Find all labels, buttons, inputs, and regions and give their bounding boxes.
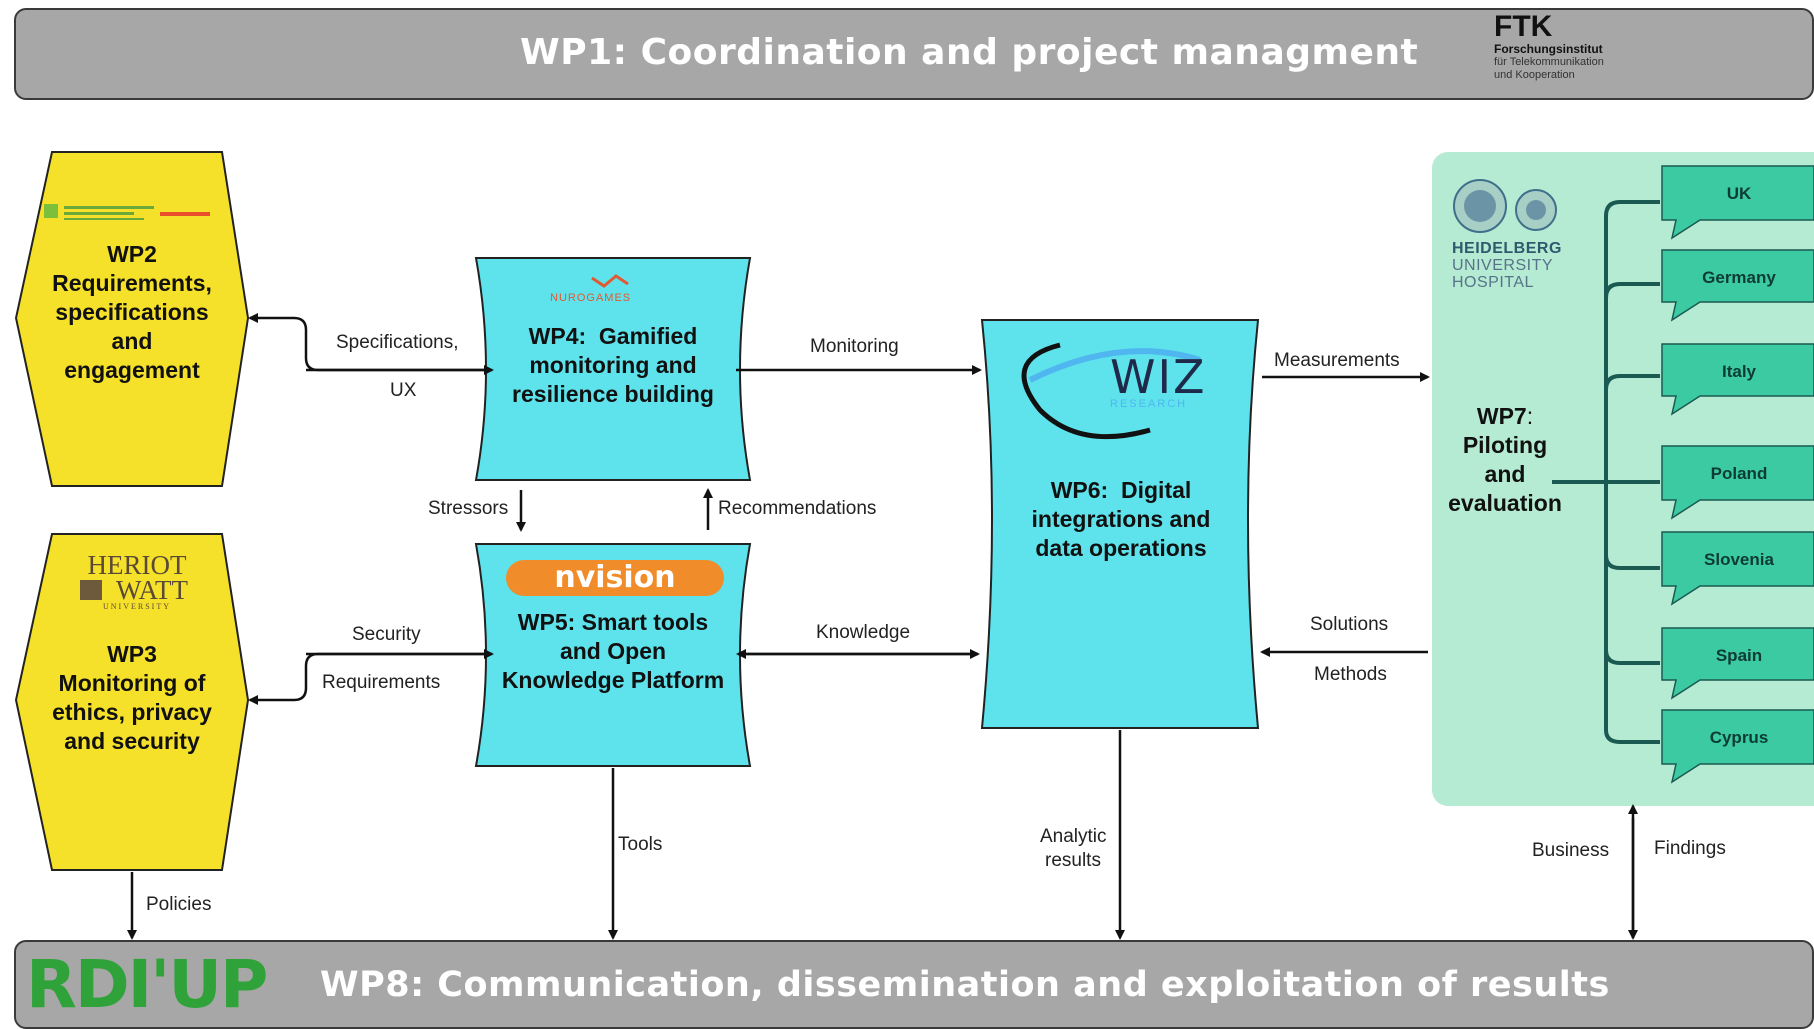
country-uk: UK bbox=[1726, 184, 1752, 203]
wp2-text: WP2 Requirements, specifications and eng… bbox=[30, 240, 234, 385]
wp2-line-2: specifications bbox=[55, 299, 209, 325]
wiz-logo-text: WIZ bbox=[1110, 350, 1207, 404]
label-solutions: Solutions bbox=[1310, 614, 1389, 635]
wp1-bar bbox=[14, 8, 1814, 100]
ftk-logo-main: FTK bbox=[1494, 10, 1553, 43]
wp4-shape bbox=[474, 257, 752, 481]
wp4-code: WP4: bbox=[528, 323, 587, 349]
wp7-line-4: evaluation bbox=[1448, 490, 1562, 516]
wp4-text: WP4: Gamified monitoring and resilience … bbox=[486, 322, 740, 409]
country-spain: Spain bbox=[1715, 646, 1763, 665]
label-business: Business bbox=[1532, 840, 1610, 861]
country-germany: Germany bbox=[1702, 268, 1776, 287]
country-cyprus: Cyprus bbox=[1709, 728, 1769, 747]
wp8-title: WP8: Communication, dissemination and ex… bbox=[320, 965, 1610, 1005]
label-methods: Methods bbox=[1314, 664, 1387, 685]
label-security: Security bbox=[352, 624, 421, 645]
nvision-logo-text: nvision bbox=[554, 560, 676, 595]
label-stressors: Stressors bbox=[428, 498, 509, 519]
wp3-line-3: and security bbox=[64, 728, 200, 754]
rdiup-logo: RDI'UP bbox=[26, 946, 268, 1023]
label-ux: UX bbox=[390, 380, 417, 401]
label-policies: Policies bbox=[146, 894, 212, 915]
label-knowledge: Knowledge bbox=[816, 622, 911, 643]
heidelberg-logo: HEIDELBERG UNIVERSITY HOSPITAL bbox=[1452, 240, 1562, 291]
wp7-title-1: : bbox=[1526, 403, 1534, 429]
label-tools: Tools bbox=[618, 834, 663, 855]
wiz-logo-sub: RESEARCH bbox=[1110, 398, 1188, 410]
label-results: results bbox=[1045, 850, 1101, 871]
wp8-bar bbox=[14, 940, 1814, 1029]
ftk-logo-sub-3: und Kooperation bbox=[1494, 69, 1575, 81]
wp3-shape bbox=[14, 533, 250, 871]
wp5-line-1: WP5: Smart tools bbox=[486, 608, 740, 637]
wp2-code: WP2 bbox=[107, 241, 157, 267]
wp6-line-2: integrations and bbox=[1031, 506, 1211, 532]
wp4-line-3: resilience building bbox=[512, 381, 714, 407]
label-findings: Findings bbox=[1654, 838, 1726, 859]
wp7-line-1: WP7: bbox=[1432, 402, 1578, 431]
wiz-logo: WIZ RESEARCH bbox=[1110, 350, 1230, 410]
label-measurements: Measurements bbox=[1274, 350, 1400, 371]
wp3-line-2: ethics, privacy bbox=[52, 699, 212, 725]
label-recommendations: Recommendations bbox=[718, 498, 877, 519]
wp6-code: WP6: bbox=[1050, 477, 1109, 503]
wp7-text: WP7: Piloting and evaluation bbox=[1432, 402, 1578, 518]
wp5-text: WP5: Smart tools and Open Knowledge Plat… bbox=[486, 608, 740, 695]
heriot-watt-crest bbox=[80, 580, 102, 600]
wp2-shape bbox=[14, 151, 250, 487]
wp7-branches bbox=[1552, 200, 1660, 744]
label-analytic: Analytic bbox=[1040, 826, 1107, 847]
wp7-line-2: Piloting bbox=[1462, 432, 1548, 458]
heriot-watt-logo: HERIOT WATT UNIVERSITY bbox=[52, 550, 222, 612]
heriot-watt-line-2: WATT bbox=[116, 575, 188, 605]
country-slovenia: Slovenia bbox=[1704, 550, 1774, 569]
wp4-title-1: Gamified bbox=[598, 323, 698, 349]
heriot-watt-line-1: HERIOT bbox=[87, 550, 187, 580]
wp7-code: WP7 bbox=[1476, 403, 1527, 429]
ftk-logo: FTK Forschungsinstitut für Telekommunika… bbox=[1494, 12, 1604, 82]
label-requirements: Requirements bbox=[322, 672, 441, 693]
label-specifications: Specifications, bbox=[336, 332, 459, 353]
wp5-line-3: Knowledge Platform bbox=[501, 667, 725, 693]
wp3-line-1: Monitoring of bbox=[58, 670, 206, 696]
country-italy: Italy bbox=[1721, 362, 1757, 381]
wp4-line-2: monitoring and bbox=[529, 352, 697, 378]
wp2-line-1: Requirements, bbox=[52, 270, 212, 296]
nurogames-logo-mark bbox=[591, 274, 629, 288]
heriot-watt-line-3: UNIVERSITY bbox=[103, 602, 171, 611]
nvision-logo: nvision bbox=[506, 560, 724, 596]
wp3-code: WP3 bbox=[107, 641, 157, 667]
label-monitoring: Monitoring bbox=[810, 336, 899, 357]
wp5-line-2: and Open bbox=[559, 638, 667, 664]
wp4-line-1: WP4: Gamified bbox=[486, 322, 740, 351]
wp2-line-4: engagement bbox=[64, 357, 200, 383]
heidelberg-line-2: UNIVERSITY bbox=[1452, 257, 1554, 274]
country-bubbles bbox=[1661, 165, 1814, 784]
country-poland: Poland bbox=[1710, 464, 1768, 483]
wp6-title-1: Digital bbox=[1121, 477, 1192, 503]
wp6-line-1: WP6: Digital bbox=[996, 476, 1246, 505]
heidelberg-line-1: HEIDELBERG bbox=[1452, 240, 1562, 257]
wp3-text: WP3 Monitoring of ethics, privacy and se… bbox=[30, 640, 234, 756]
wiz-logo-swoosh bbox=[1021, 342, 1201, 440]
heidelberg-seals bbox=[1453, 179, 1557, 233]
nurogames-logo: NUROGAMES bbox=[550, 292, 632, 304]
wp2-partner-logos bbox=[44, 204, 210, 220]
wp5-title-1: : Smart tools bbox=[567, 609, 709, 635]
wp5-shape bbox=[474, 543, 752, 767]
heidelberg-line-3: HOSPITAL bbox=[1452, 274, 1534, 291]
wp2-line-3: and bbox=[111, 328, 153, 354]
wp6-text: WP6: Digital integrations and data opera… bbox=[996, 476, 1246, 563]
ftk-logo-sub-1: Forschungsinstitut bbox=[1494, 42, 1603, 56]
wp6-line-3: data operations bbox=[1035, 535, 1207, 561]
wp7-line-3: and bbox=[1484, 461, 1526, 487]
wp5-code: WP5 bbox=[517, 609, 568, 635]
ftk-logo-sub-2: für Telekommunikation bbox=[1494, 56, 1604, 68]
wp1-title: WP1: Coordination and project managment bbox=[520, 32, 1419, 73]
